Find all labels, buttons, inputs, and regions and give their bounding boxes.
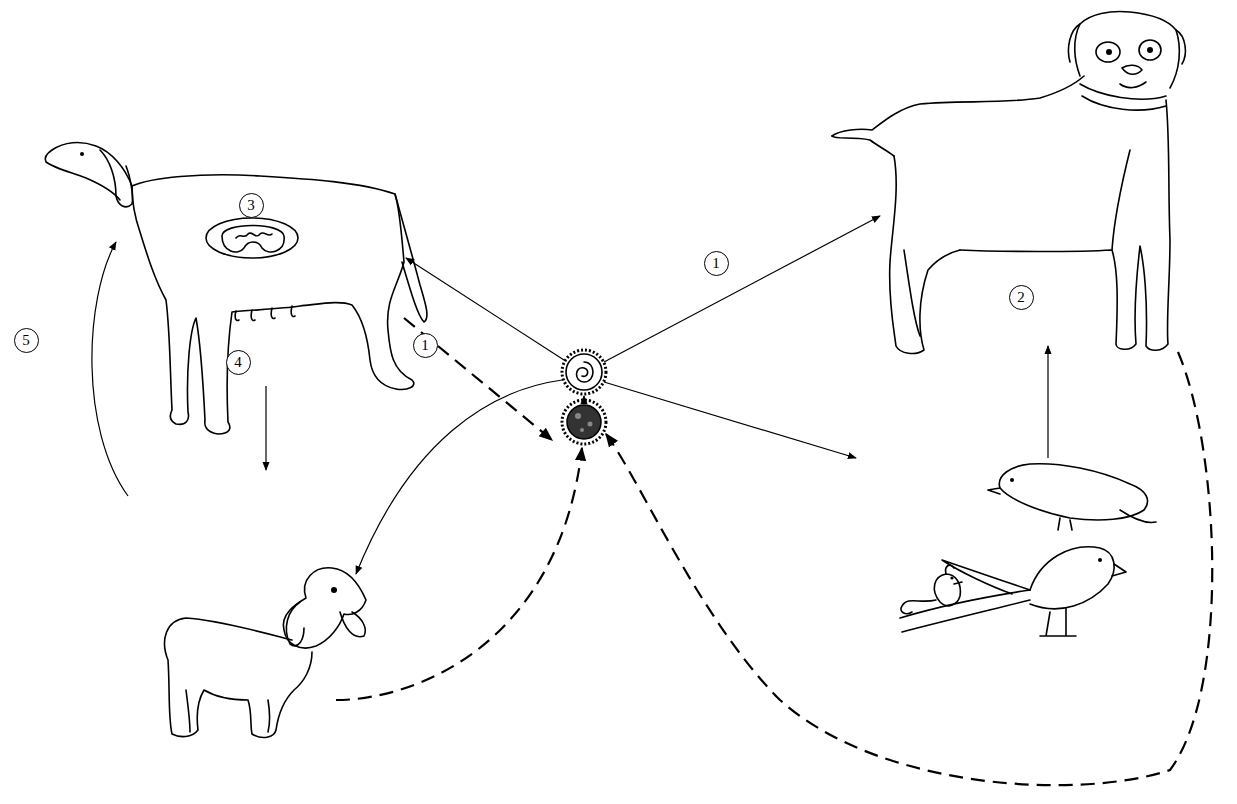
callout-number: 1	[704, 251, 729, 276]
callout-number: 1	[413, 333, 438, 358]
callout-number: 2	[1009, 285, 1034, 310]
transmission-arrows	[92, 216, 1048, 574]
callout-number: 3	[239, 193, 264, 218]
callout-number: 4	[226, 350, 251, 375]
puppy	[165, 568, 366, 738]
egg-shedding-arrows	[336, 318, 1212, 785]
female-dog	[45, 143, 427, 434]
rodents-and-birds	[900, 464, 1156, 636]
adult-dog	[832, 12, 1185, 354]
callout-number: 5	[14, 328, 39, 353]
eggs	[562, 350, 606, 444]
